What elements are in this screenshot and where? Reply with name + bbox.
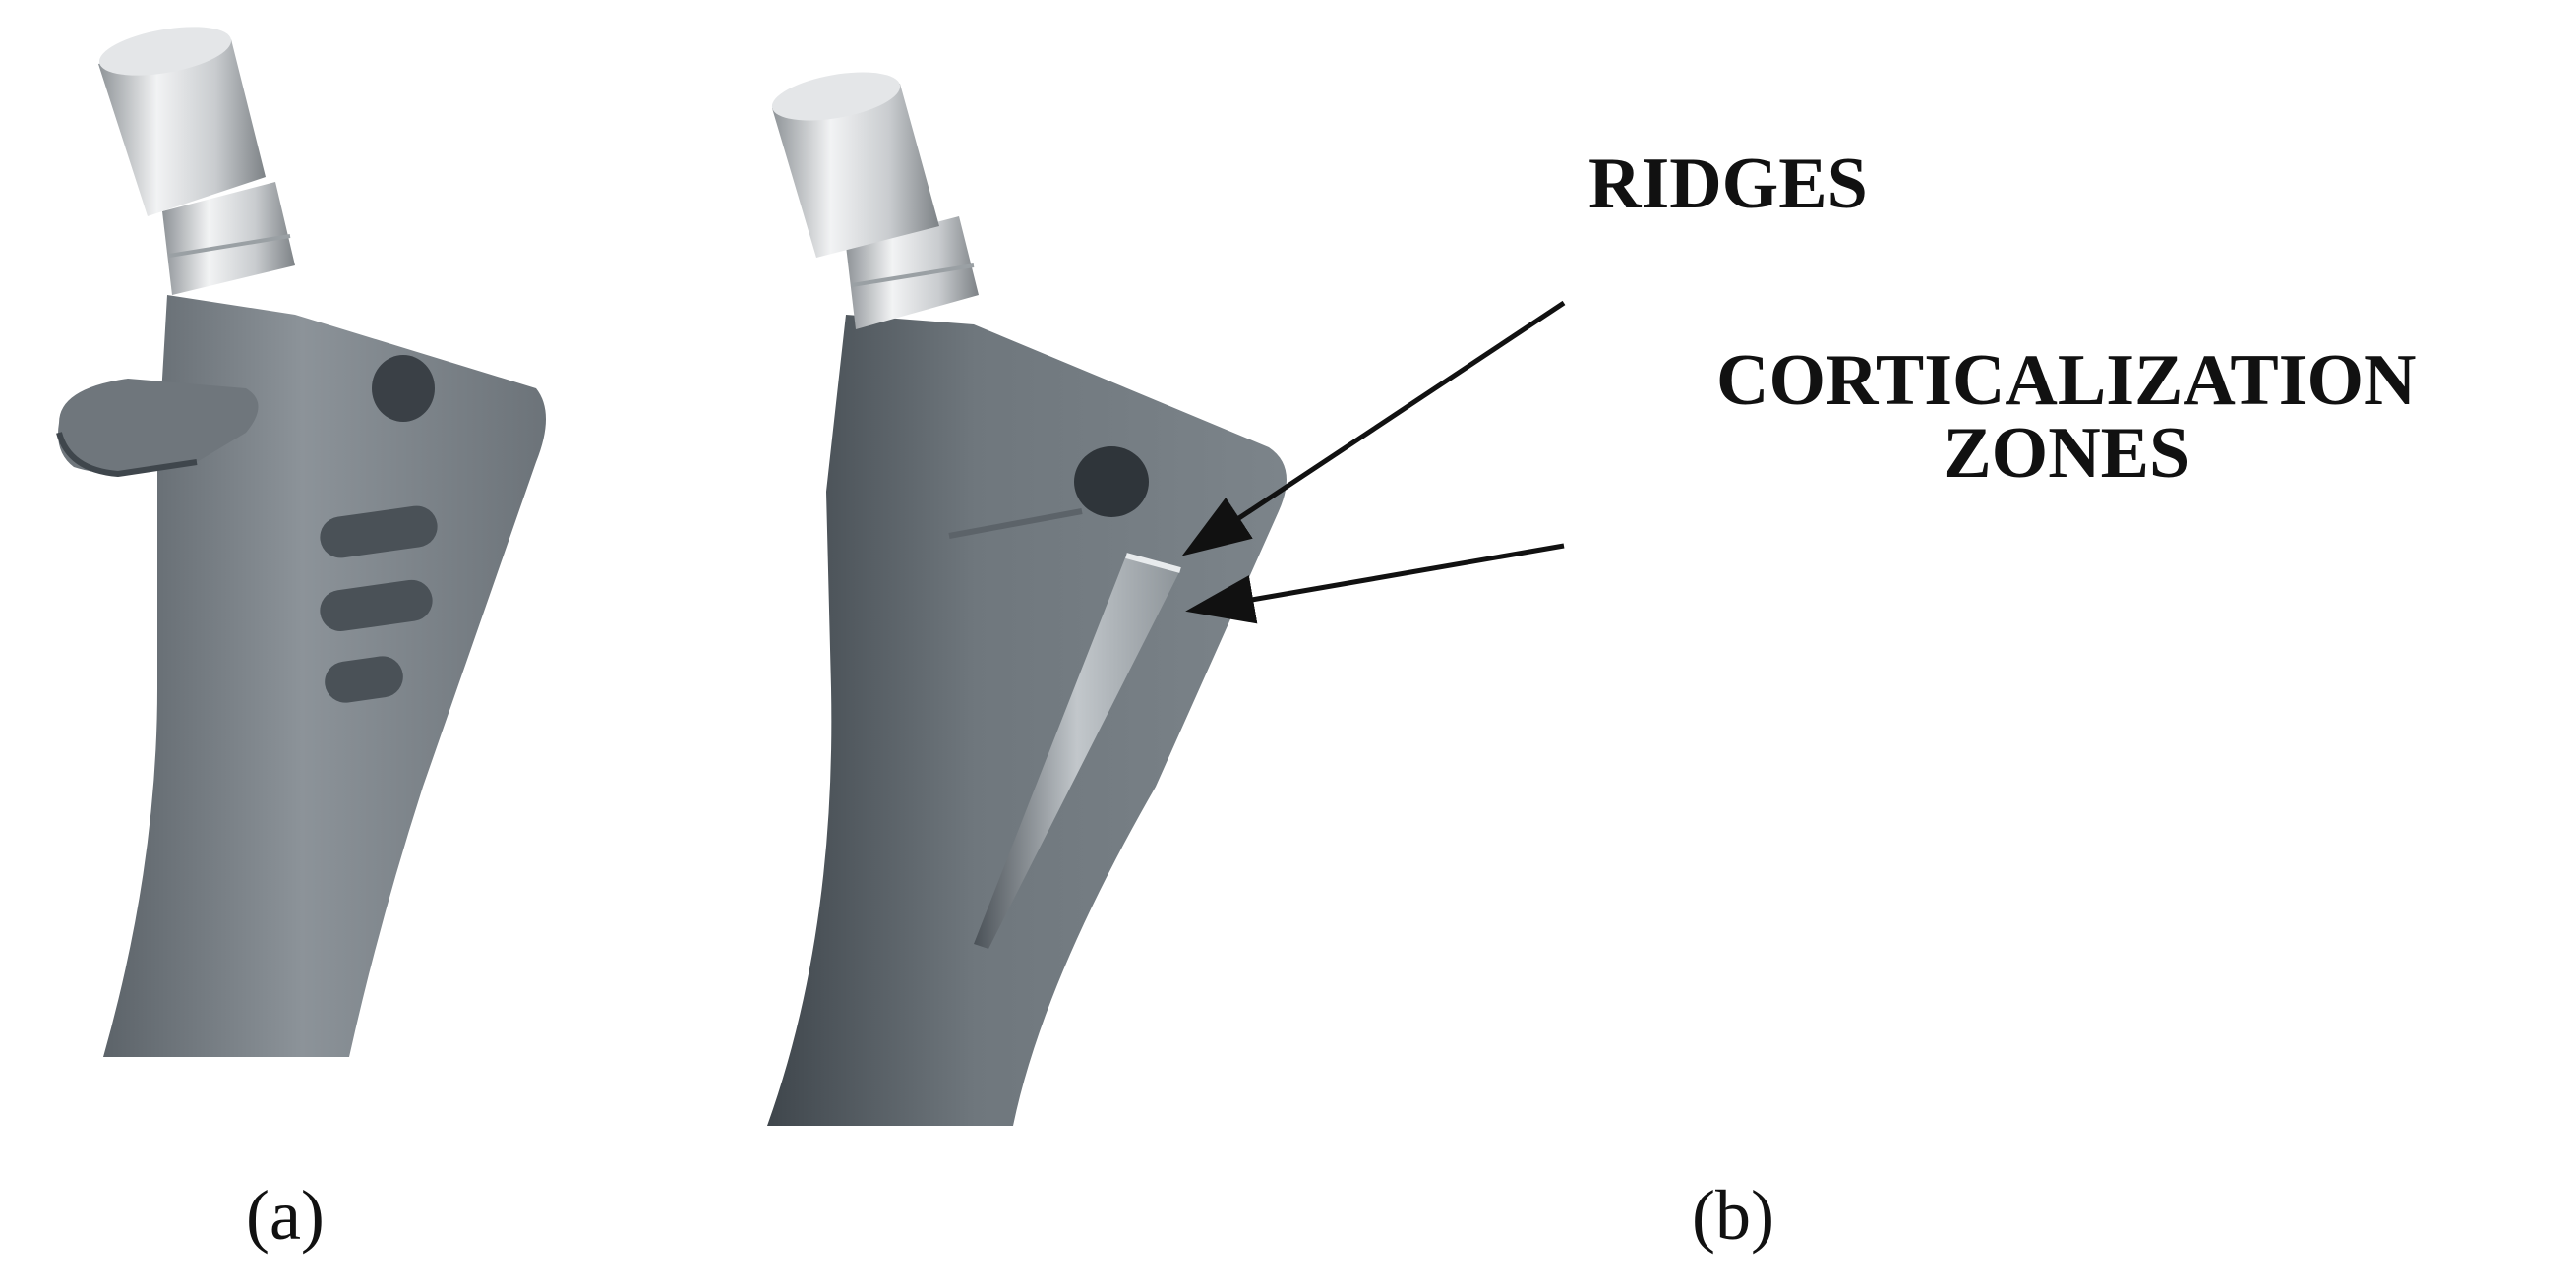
corticalization-arrow: [1185, 543, 1565, 624]
panel-a-caption: (a): [246, 1176, 325, 1255]
corticalization-zones-label: CORTICALIZATION ZONES: [1716, 344, 2417, 490]
panel-b-caption: (b): [1692, 1176, 1774, 1255]
ridges-arrow: [1181, 300, 1566, 556]
corticalization-label-line2: ZONES: [1943, 413, 2190, 494]
ridges-label: RIDGES: [1588, 144, 1868, 224]
hip-stem-a: [56, 27, 546, 1057]
hip-stem-b: [767, 72, 1287, 1126]
corticalization-label-line1: CORTICALIZATION: [1716, 340, 2417, 421]
